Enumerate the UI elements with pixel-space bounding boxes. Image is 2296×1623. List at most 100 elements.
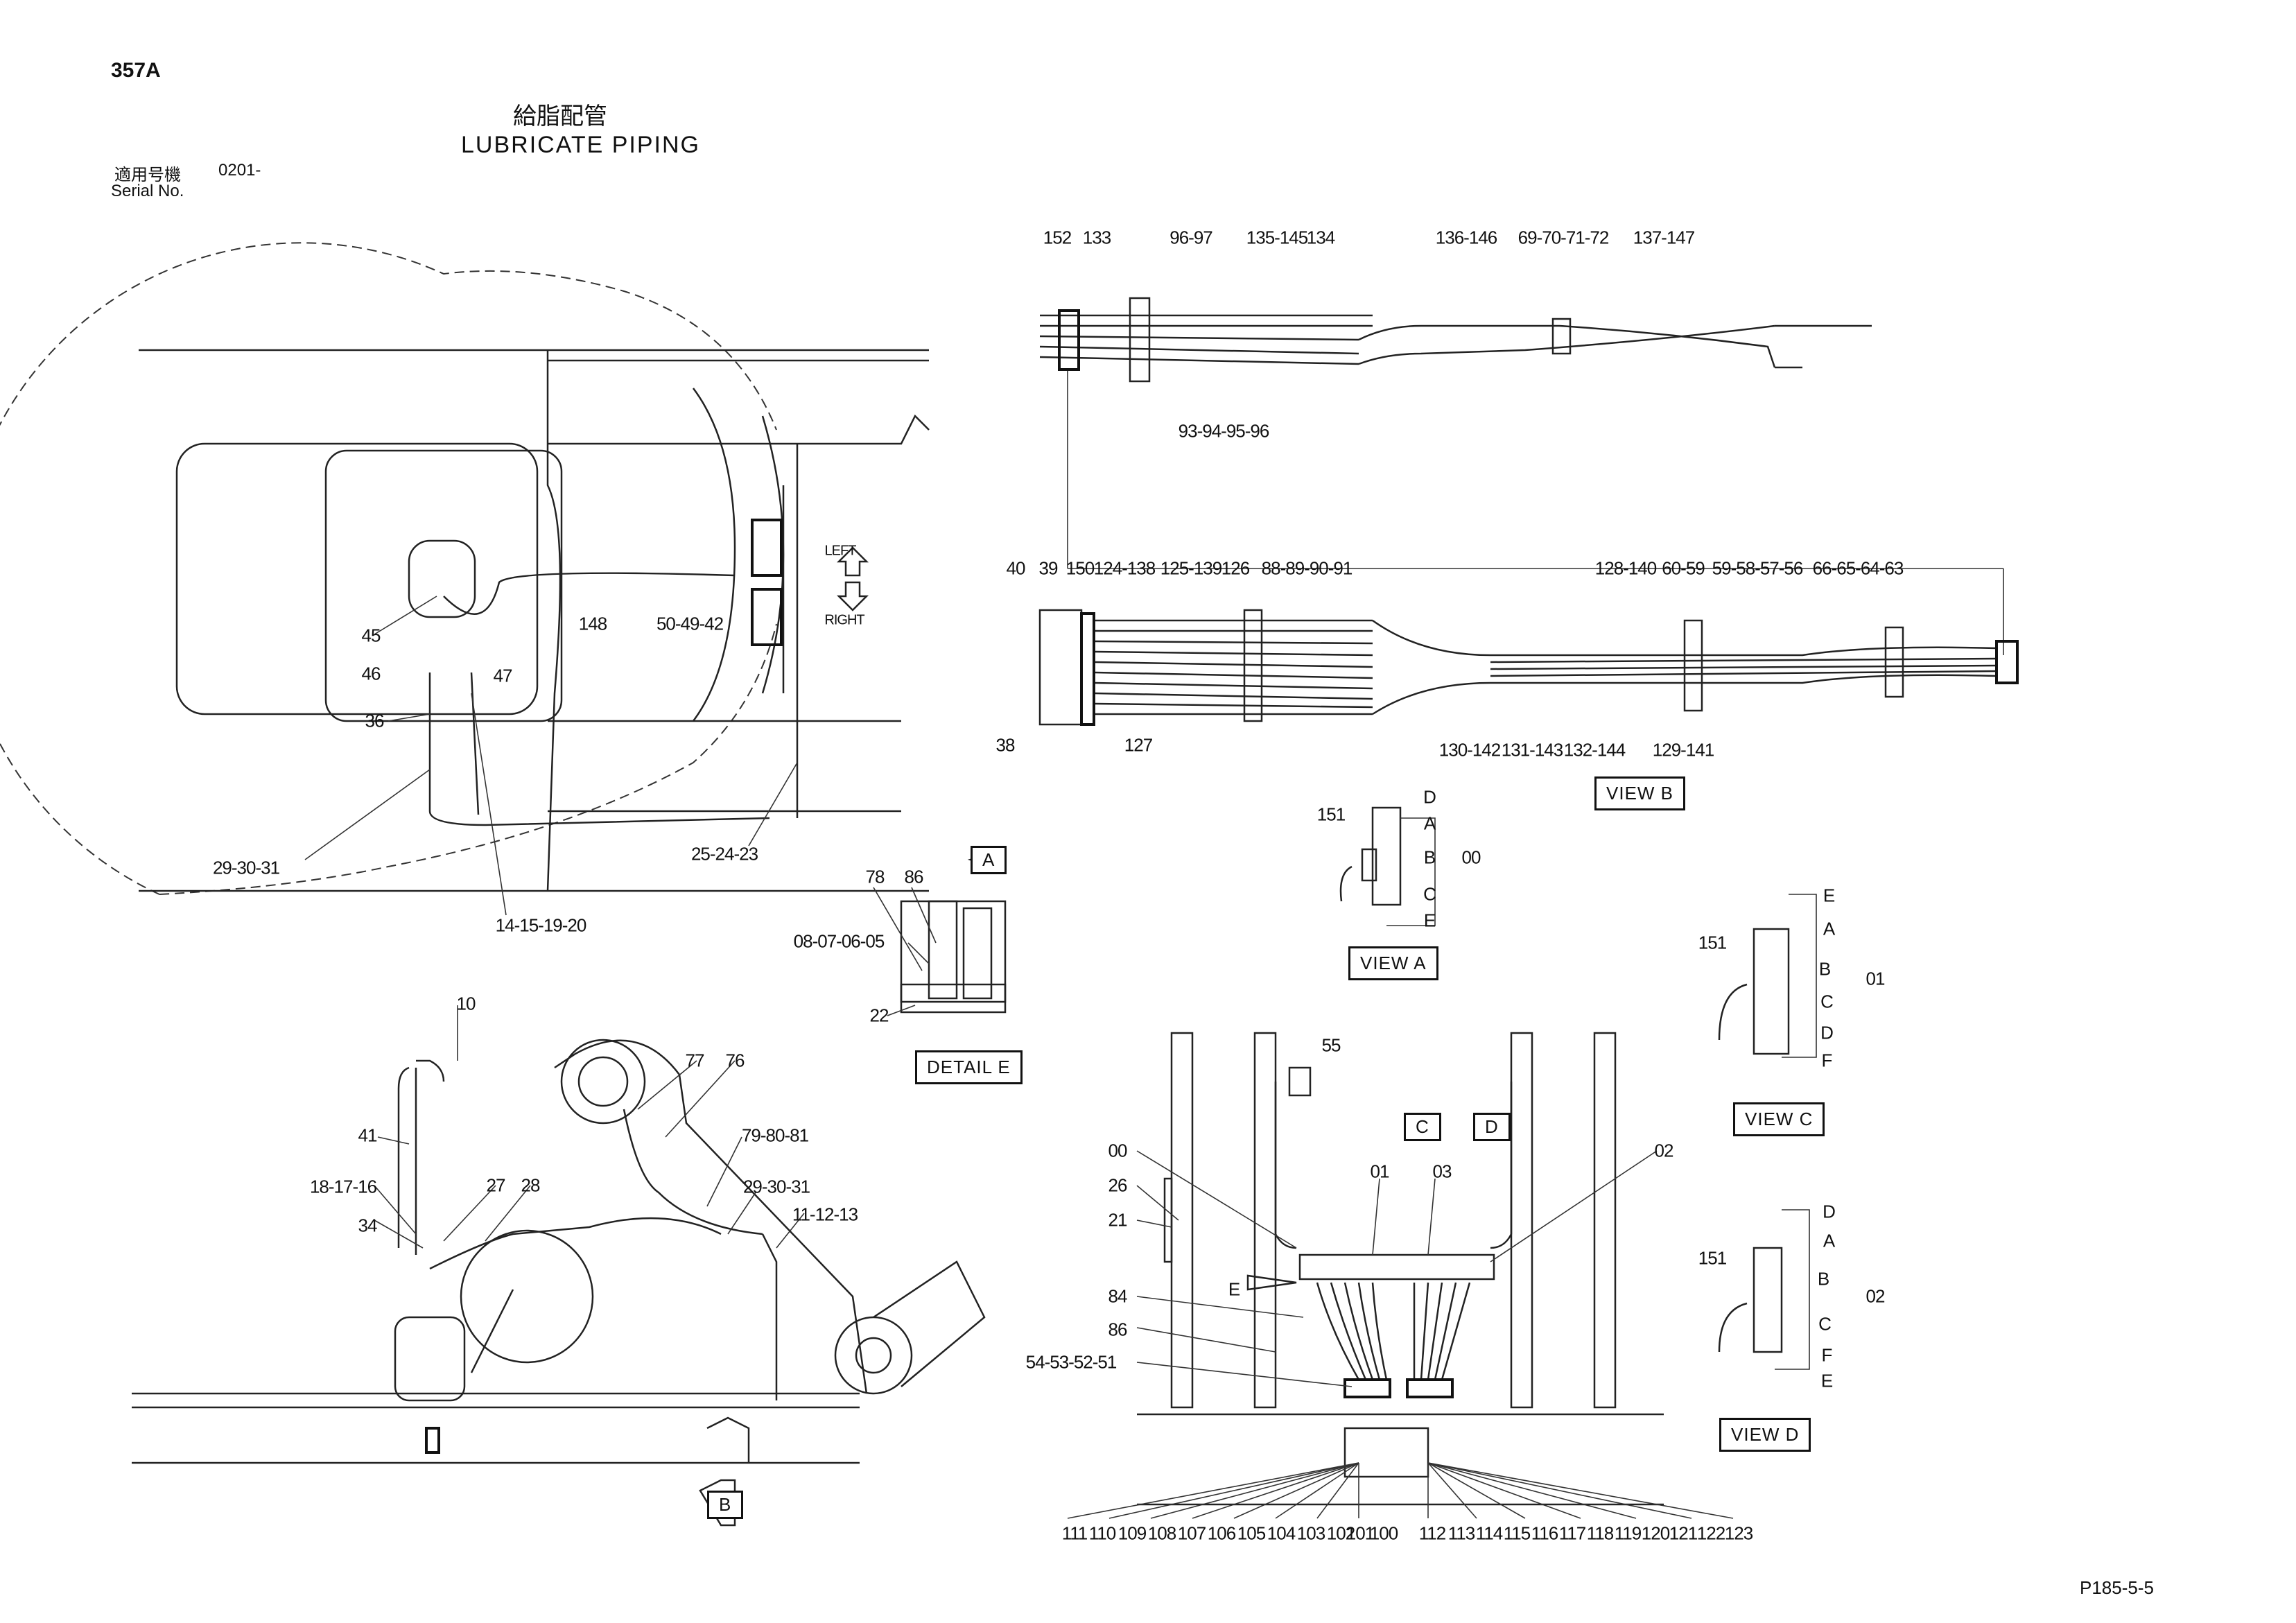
view-c-box: VIEW C xyxy=(1733,1102,1825,1136)
part-label: 54-53-52-51 xyxy=(1025,1351,1117,1373)
part-label: 29-30-31 xyxy=(742,1176,810,1197)
part-label: 88-89-90-91 xyxy=(1261,557,1353,579)
part-label: A xyxy=(1423,813,1436,834)
part-label: 117 xyxy=(1558,1522,1586,1544)
part-label: A xyxy=(1823,918,1835,939)
part-label: 21 xyxy=(1108,1209,1128,1231)
part-label: 119 xyxy=(1614,1522,1642,1544)
part-label: 127 xyxy=(1124,734,1153,756)
part-label: 93-94-95-96 xyxy=(1178,420,1270,442)
part-label: A xyxy=(1823,1230,1835,1251)
view-c-drawing xyxy=(1718,894,1817,1058)
part-label: 113 xyxy=(1447,1522,1475,1544)
part-label: 103 xyxy=(1296,1522,1325,1544)
part-label: 59-58-57-56 xyxy=(1712,557,1804,579)
part-label: C xyxy=(1820,991,1834,1012)
part-label: E xyxy=(1823,885,1835,906)
part-label: 124-138 xyxy=(1093,557,1156,579)
part-label: 66-65-64-63 xyxy=(1812,557,1904,579)
part-label: 110 xyxy=(1088,1522,1116,1544)
part-label: 112 xyxy=(1418,1522,1446,1544)
view-b-box: VIEW B xyxy=(1594,776,1686,810)
right-label: RIGHT xyxy=(824,612,864,628)
plan-view-leaders xyxy=(304,596,798,916)
part-label: 60-59 xyxy=(1662,557,1705,579)
front-view-leaders xyxy=(1136,1150,1658,1387)
side-view-leaders xyxy=(374,1005,805,1249)
part-label: 01 xyxy=(1866,968,1886,989)
part-label: 47 xyxy=(493,665,513,686)
part-label: D xyxy=(1423,786,1436,808)
part-label: 125-139 xyxy=(1160,557,1222,579)
part-label: 76 xyxy=(725,1050,745,1071)
part-label: 28 xyxy=(521,1174,541,1196)
part-label: 108 xyxy=(1147,1522,1176,1544)
part-label: 131-143 xyxy=(1501,739,1563,761)
view-a-drawing xyxy=(1339,806,1436,926)
part-label: 151 xyxy=(1698,932,1727,953)
part-label: 26 xyxy=(1108,1174,1128,1196)
part-label: 14-15-19-20 xyxy=(495,914,587,936)
part-label: 123 xyxy=(1724,1522,1753,1544)
arrow-b-flag: B xyxy=(707,1491,744,1519)
part-label: 109 xyxy=(1117,1522,1147,1544)
part-label: F xyxy=(1821,1050,1833,1071)
part-label: 03 xyxy=(1432,1161,1452,1182)
part-label: 86 xyxy=(904,866,924,887)
part-label: 11-12-13 xyxy=(792,1204,858,1225)
part-label: E xyxy=(1228,1278,1240,1300)
arrow-d-flag: D xyxy=(1473,1113,1511,1141)
view-a-box: VIEW A xyxy=(1348,946,1438,980)
part-label: 86 xyxy=(1108,1319,1128,1340)
part-label: 100 xyxy=(1369,1522,1398,1544)
part-label: 151 xyxy=(1316,804,1346,825)
part-label: 34 xyxy=(358,1215,378,1236)
part-label: 152 xyxy=(1043,227,1072,248)
part-label: 120 xyxy=(1641,1522,1670,1544)
part-label: 00 xyxy=(1461,847,1481,868)
part-label: 77 xyxy=(685,1050,705,1071)
arrow-a-flag: A xyxy=(971,846,1007,874)
part-label: B xyxy=(1817,1268,1829,1290)
part-label: 137-147 xyxy=(1633,227,1695,248)
part-label: 133 xyxy=(1082,227,1111,248)
part-label: 122 xyxy=(1696,1522,1725,1544)
bottom-fan-lines xyxy=(1067,1462,1734,1519)
side-view-drawing xyxy=(132,1039,986,1527)
part-label: 41 xyxy=(358,1125,378,1146)
view-d-box: VIEW D xyxy=(1719,1418,1811,1452)
part-label: D xyxy=(1823,1201,1836,1222)
part-label: 135-145 xyxy=(1246,227,1308,248)
part-label: 106 xyxy=(1207,1522,1236,1544)
part-label: 114 xyxy=(1475,1522,1503,1544)
arrow-c-flag: C xyxy=(1404,1113,1441,1141)
part-label: 111 xyxy=(1061,1522,1088,1544)
serial-label-japanese: 適用号機 xyxy=(114,166,181,184)
part-label: 10 xyxy=(456,993,476,1014)
detail-e-box: DETAIL E xyxy=(915,1050,1023,1084)
part-label: E xyxy=(1423,910,1436,931)
part-label: 134 xyxy=(1306,227,1335,248)
page-code: 357A xyxy=(111,59,161,82)
front-view-drawing xyxy=(1067,1032,1734,1519)
part-label: 107 xyxy=(1177,1522,1206,1544)
part-label: 18-17-16 xyxy=(309,1176,377,1197)
part-label: 84 xyxy=(1108,1285,1128,1307)
part-label: 132-144 xyxy=(1563,739,1626,761)
upper-harness xyxy=(1039,297,2004,655)
part-label: 79-80-81 xyxy=(741,1125,809,1146)
title-japanese: 給脂配管 xyxy=(513,103,607,130)
part-label: 39 xyxy=(1038,557,1059,579)
part-label: 38 xyxy=(995,734,1016,756)
part-label: B xyxy=(1818,958,1831,980)
part-label: 36 xyxy=(365,710,385,731)
lower-harness xyxy=(1038,609,2019,726)
part-label: 40 xyxy=(1006,557,1026,579)
part-label: 115 xyxy=(1503,1522,1531,1544)
part-label: 02 xyxy=(1866,1285,1886,1307)
serial-label-english: Serial No. xyxy=(111,182,184,200)
part-label: 129-141 xyxy=(1652,739,1714,761)
part-label: 00 xyxy=(1108,1140,1128,1161)
part-label: 50-49-42 xyxy=(656,613,724,634)
